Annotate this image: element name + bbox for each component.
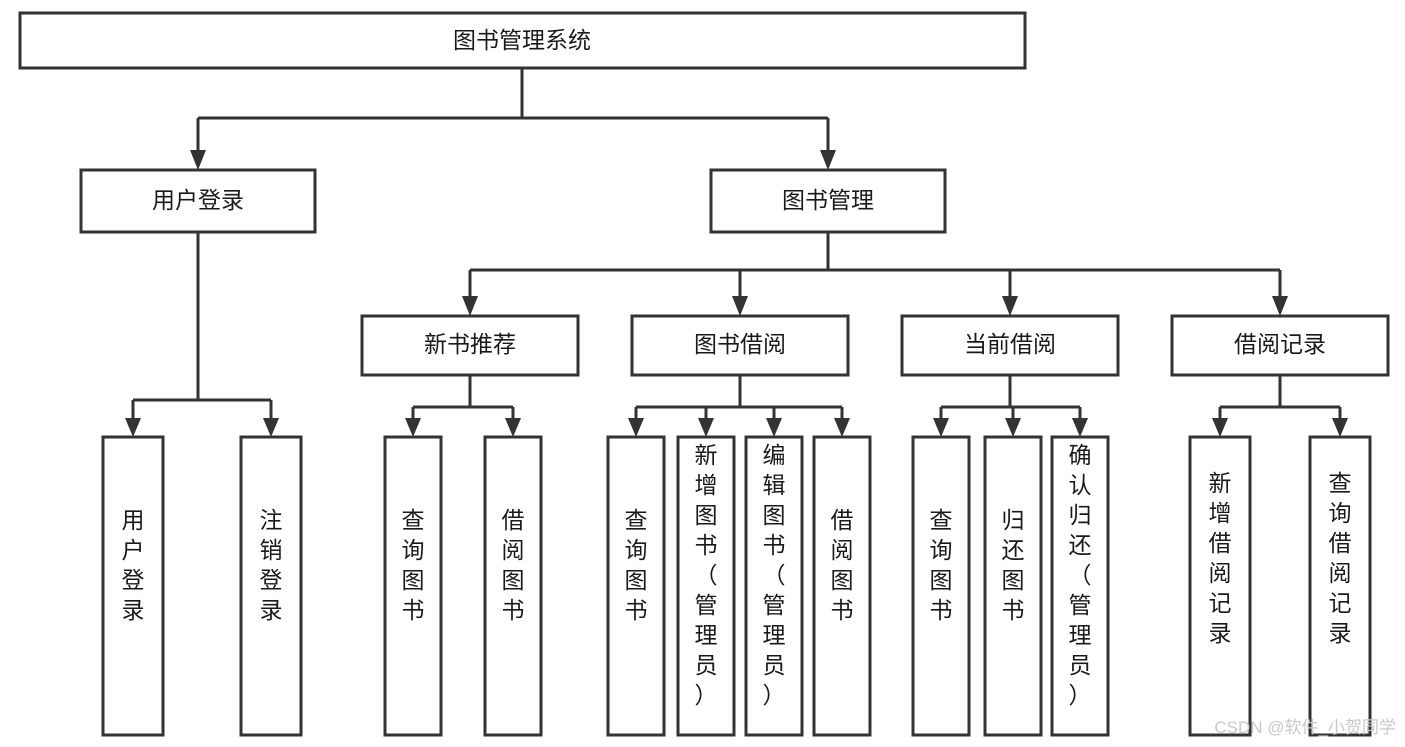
node-leaf-query-book-3-label: 查询图书	[930, 507, 953, 623]
connector-currentborrow-to-leaves	[939, 375, 1082, 420]
arrow-to-leaf-add-book	[698, 418, 714, 437]
node-leaf-logout-label: 注销登录	[260, 507, 283, 623]
node-leaf-return-book[interactable]: 归还图书	[983, 435, 1043, 737]
node-leaf-query-book-3[interactable]: 查询图书	[911, 435, 971, 737]
node-leaf-return-book-label: 归还图书	[1002, 507, 1025, 623]
arrow-to-leaf-return-book	[1005, 418, 1021, 437]
arrow-to-leaf-query-book-2	[628, 418, 644, 437]
node-user-login[interactable]: 用户登录	[79, 168, 317, 234]
node-new-book-recommend[interactable]: 新书推荐	[360, 314, 580, 377]
connector-newbook-to-leaves	[411, 375, 515, 420]
node-borrow-record-label: 借阅记录	[1234, 331, 1326, 357]
arrow-to-new-book-recommend	[462, 296, 478, 316]
node-leaf-user-login-label: 用户登录	[122, 507, 145, 623]
node-leaf-confirm-return-box[interactable]	[1050, 435, 1110, 737]
connector-userlogin-to-leaves	[131, 232, 273, 420]
arrow-to-leaf-user-login	[125, 418, 141, 437]
node-root-book-management-system[interactable]: 图书管理系统	[18, 11, 1027, 70]
node-new-book-recommend-label: 新书推荐	[424, 331, 516, 357]
arrow-to-book-management	[820, 150, 836, 170]
arrow-to-book-borrow	[732, 296, 748, 316]
connector-layer	[125, 68, 1348, 437]
node-leaf-query-record-label: 查询借阅记录	[1329, 470, 1352, 646]
connector-bookmgmt-to-level3	[468, 232, 1282, 298]
node-leaf-return-book-box[interactable]	[983, 435, 1043, 737]
node-leaf-add-book-label: 新增图书（管理员）	[695, 442, 718, 708]
connector-root-to-level2	[196, 68, 830, 152]
node-leaf-add-record-box[interactable]	[1188, 435, 1252, 737]
connector-borrowrecord-to-leaves	[1218, 375, 1342, 420]
node-leaf-edit-book-box[interactable]	[744, 435, 804, 737]
node-leaf-query-book-1-box[interactable]	[383, 435, 443, 737]
node-leaf-query-book-1-label: 查询图书	[402, 507, 425, 623]
node-leaf-logout-box[interactable]	[239, 435, 303, 737]
node-leaf-query-book-1[interactable]: 查询图书	[383, 435, 443, 737]
node-book-management-box[interactable]	[709, 168, 947, 234]
node-leaf-add-book-box[interactable]	[676, 435, 736, 737]
node-book-borrow-box[interactable]	[630, 314, 850, 377]
node-book-borrow-label: 图书借阅	[694, 331, 786, 357]
node-current-borrow[interactable]: 当前借阅	[900, 314, 1120, 377]
node-book-management-label: 图书管理	[782, 187, 874, 213]
arrow-to-borrow-record	[1272, 296, 1288, 316]
arrow-to-user-login	[190, 150, 206, 170]
node-leaf-edit-book-label: 编辑图书（管理员）	[763, 442, 786, 708]
node-leaf-borrow-book-2[interactable]: 借阅图书	[812, 435, 872, 737]
node-leaf-confirm-return-label: 确认归还（管理员）	[1069, 442, 1092, 708]
arrow-to-leaf-add-record	[1212, 418, 1228, 437]
arrow-to-leaf-query-record	[1332, 418, 1348, 437]
node-root-box[interactable]	[18, 11, 1027, 70]
arrow-to-current-borrow	[1002, 296, 1018, 316]
node-leaf-user-login-box[interactable]	[101, 435, 165, 737]
node-leaf-borrow-book-2-box[interactable]	[812, 435, 872, 737]
arrow-to-leaf-borrow-book-2	[834, 418, 850, 437]
node-user-login-label: 用户登录	[152, 187, 244, 213]
node-leaf-borrow-book-1-label: 借阅图书	[502, 507, 525, 623]
node-new-book-recommend-box[interactable]	[360, 314, 580, 377]
node-leaf-query-record-box[interactable]	[1308, 435, 1372, 737]
node-leaf-add-book[interactable]: 新增图书（管理员）	[676, 435, 736, 737]
arrow-to-leaf-edit-book	[766, 418, 782, 437]
node-leaf-edit-book[interactable]: 编辑图书（管理员）	[744, 435, 804, 737]
node-current-borrow-box[interactable]	[900, 314, 1120, 377]
node-leaf-confirm-return[interactable]: 确认归还（管理员）	[1050, 435, 1110, 737]
node-user-login-box[interactable]	[79, 168, 317, 234]
node-root-label: 图书管理系统	[453, 27, 591, 53]
arrow-to-leaf-logout	[263, 418, 279, 437]
node-leaf-logout[interactable]: 注销登录	[239, 435, 303, 737]
node-leaf-query-book-2[interactable]: 查询图书	[606, 435, 666, 737]
node-leaf-query-book-2-label: 查询图书	[625, 507, 648, 623]
csdn-watermark: CSDN @软件_小贺同学	[1214, 718, 1396, 737]
node-current-borrow-label: 当前借阅	[964, 331, 1056, 357]
arrow-to-leaf-query-book-3	[933, 418, 949, 437]
node-leaf-query-book-2-box[interactable]	[606, 435, 666, 737]
node-borrow-record[interactable]: 借阅记录	[1170, 314, 1390, 377]
node-book-borrow[interactable]: 图书借阅	[630, 314, 850, 377]
node-leaf-borrow-book-1[interactable]: 借阅图书	[483, 435, 543, 737]
node-leaf-user-login[interactable]: 用户登录	[101, 435, 165, 737]
connector-bookborrow-to-leaves	[634, 375, 844, 420]
arrow-to-leaf-confirm-return	[1072, 418, 1088, 437]
node-borrow-record-box[interactable]	[1170, 314, 1390, 377]
node-leaf-query-book-3-box[interactable]	[911, 435, 971, 737]
node-book-management[interactable]: 图书管理	[709, 168, 947, 234]
node-leaf-add-record-label: 新增借阅记录	[1209, 470, 1232, 646]
node-leaf-add-record[interactable]: 新增借阅记录	[1188, 435, 1252, 737]
leaf-node-layer: 用户登录 注销登录 查询图书 借阅图书 查询图书 新增图书（管理员）	[101, 435, 1372, 737]
arrow-to-leaf-borrow-book-1	[505, 418, 521, 437]
arrow-to-leaf-query-book-1	[405, 418, 421, 437]
node-leaf-borrow-book-2-label: 借阅图书	[831, 507, 854, 623]
node-leaf-borrow-book-1-box[interactable]	[483, 435, 543, 737]
node-leaf-query-record[interactable]: 查询借阅记录	[1308, 435, 1372, 737]
